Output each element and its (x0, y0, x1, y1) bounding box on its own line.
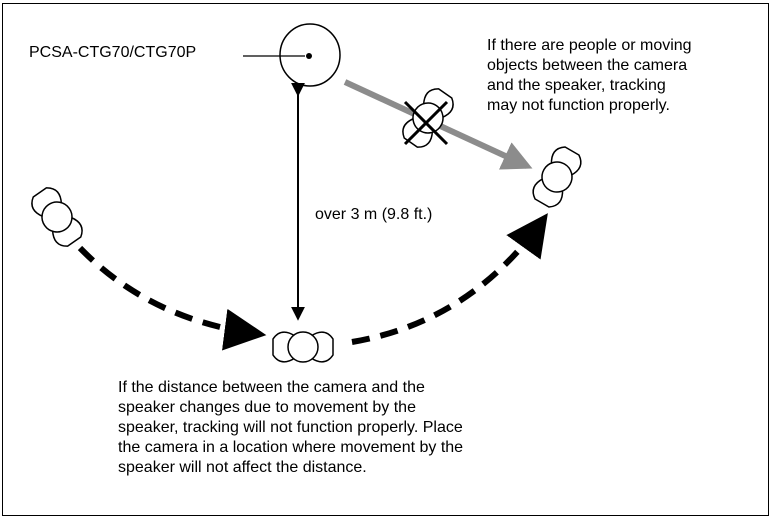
speaker-center-figure (272, 331, 334, 363)
note-line: speaker will not affect the distance. (118, 459, 367, 476)
blocked-x-mark (403, 100, 449, 146)
diagram-frame (2, 3, 769, 516)
note-line: the camera in a location where movement … (118, 439, 464, 456)
speaker-left-figure (26, 183, 88, 251)
camera-center-dot (306, 53, 312, 59)
camera-model-label: PCSA-CTG70/CTG70P (29, 44, 197, 61)
note-line: speaker, tracking will not function prop… (118, 419, 463, 436)
tracking-obstruction-note: If there are people or moving objects be… (487, 36, 692, 116)
note-line: and the speaker, tracking (487, 77, 666, 94)
speaker-right-figure (528, 142, 586, 212)
note-line: may not function properly. (487, 97, 670, 114)
note-line: If there are people or moving (487, 37, 692, 54)
note-line: speaker changes due to movement by the (118, 399, 416, 416)
note-line: objects between the camera (487, 57, 688, 74)
note-line: If the distance between the camera and t… (118, 379, 425, 396)
distance-label: over 3 m (9.8 ft.) (315, 206, 433, 223)
movement-arrow-right (351, 213, 548, 345)
distance-change-note: If the distance between the camera and t… (118, 378, 463, 478)
movement-arrow-left (77, 245, 267, 351)
